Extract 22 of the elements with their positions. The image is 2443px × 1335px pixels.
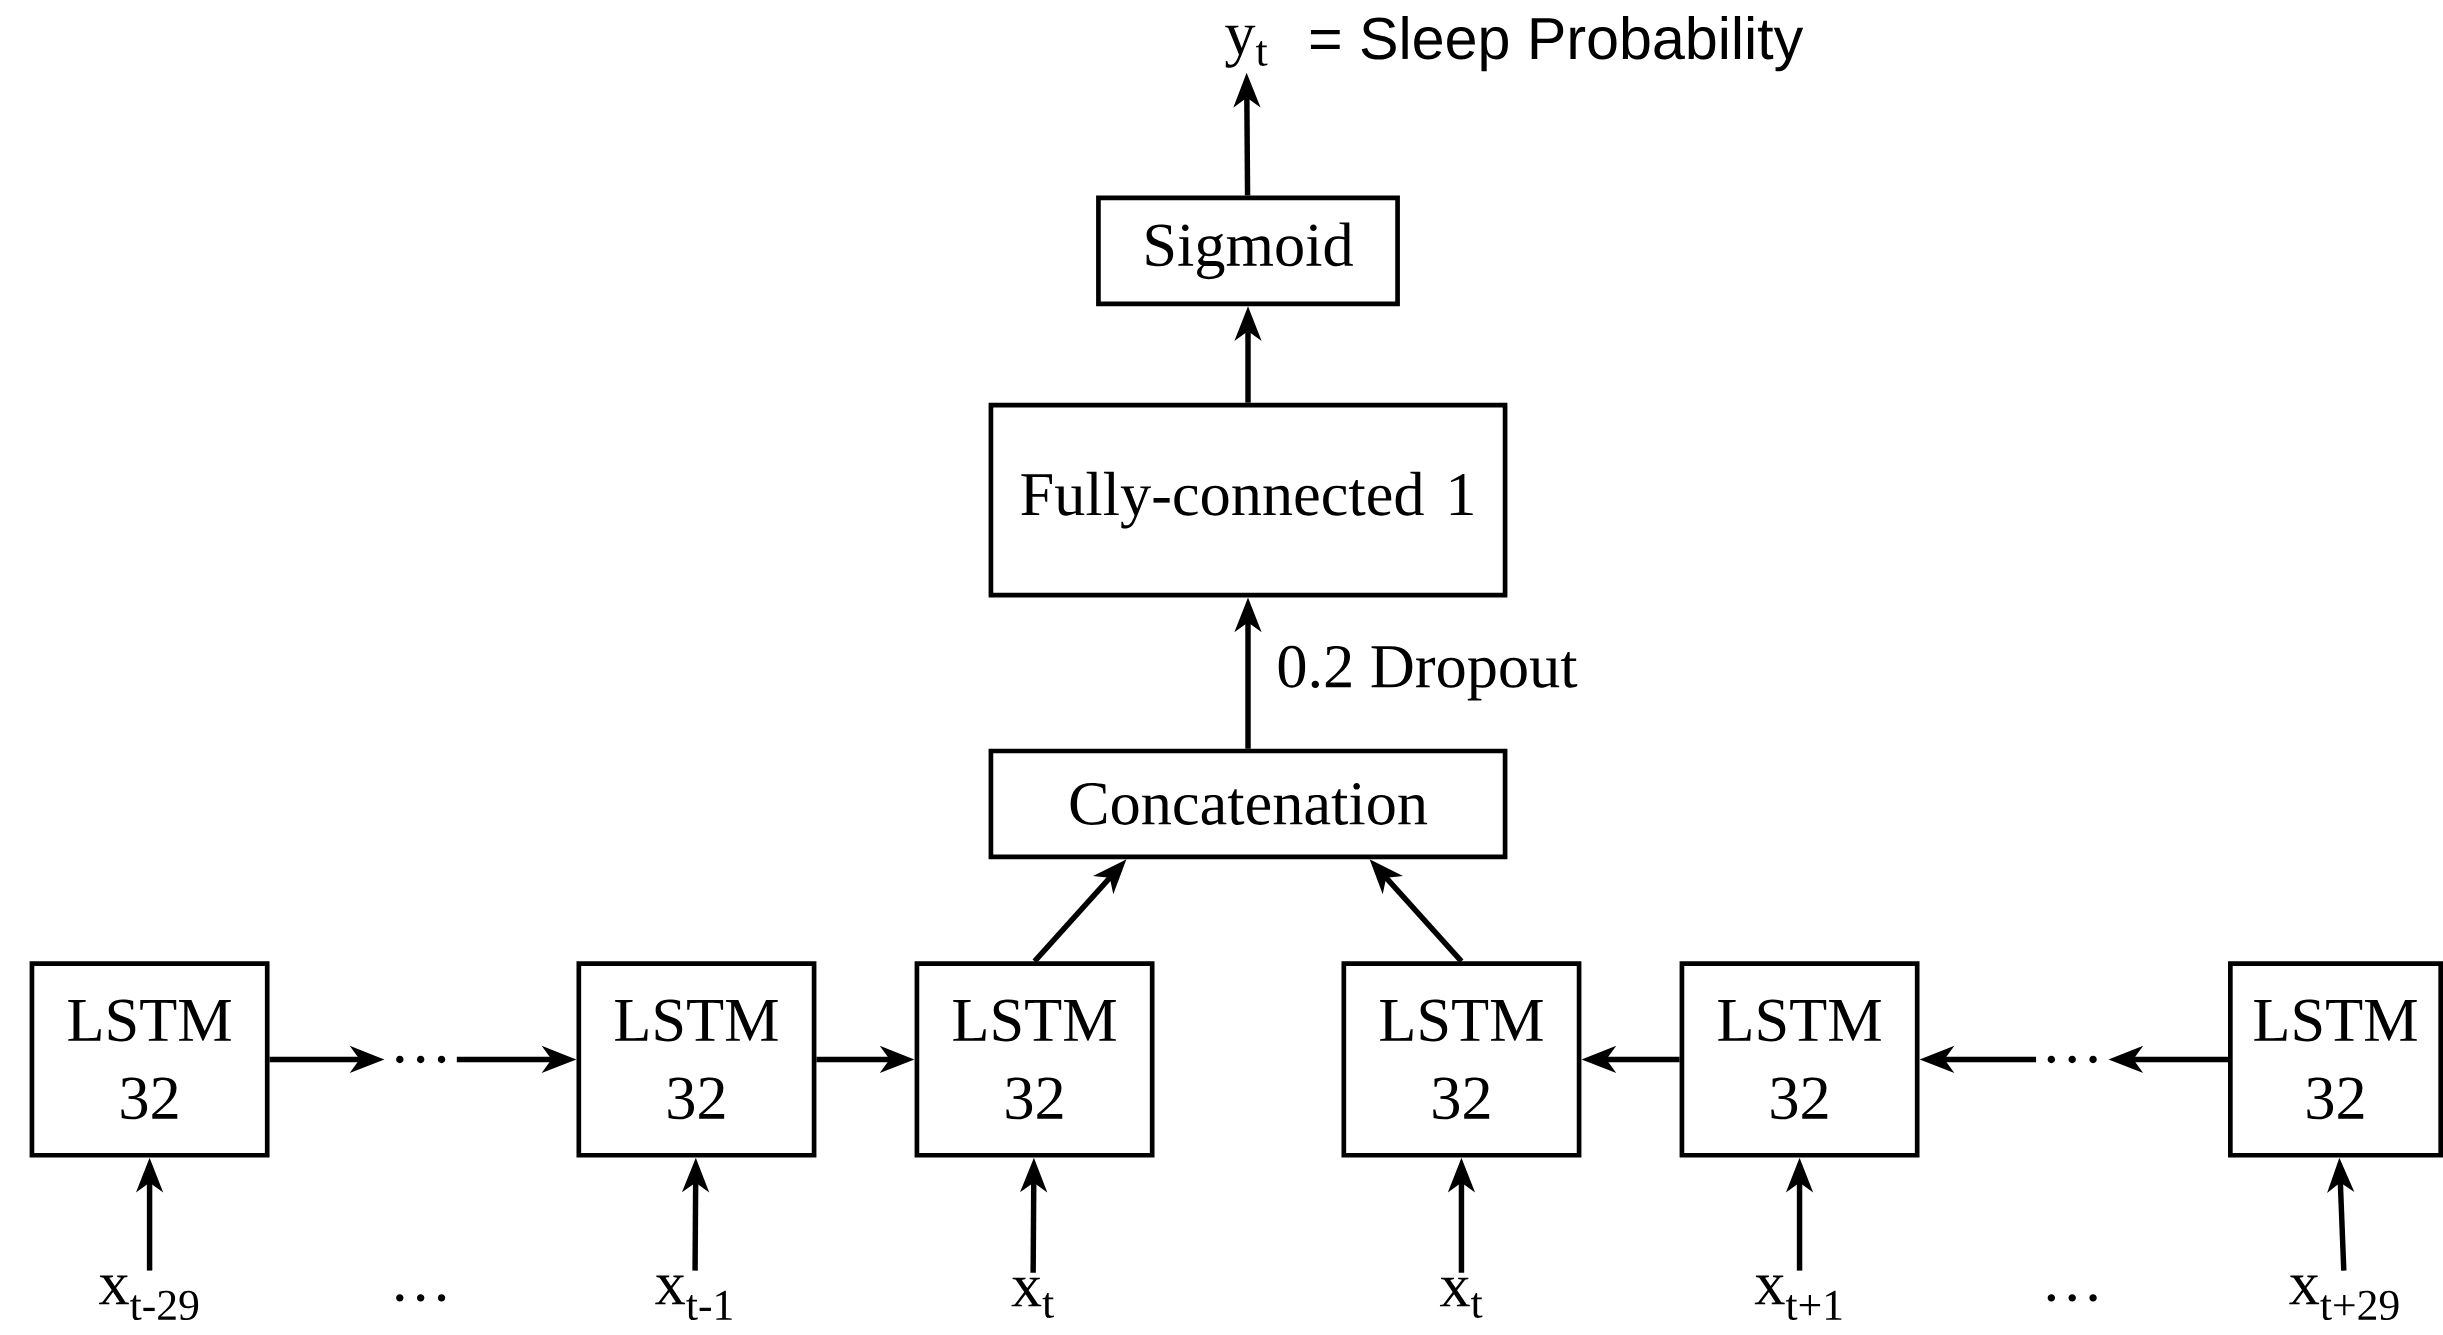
ellipsis: … [396,1055,446,1064]
output-caption: = Sleep Probability [1310,15,1804,72]
ellipsis: … [396,1294,446,1302]
output-label: y$_{t}$ [1225,25,1268,68]
lstm-box: LSTM 32 [1341,961,1582,1158]
input-label: x$_{t}$ [1011,1277,1054,1318]
ellipsis: … [2047,1055,2097,1064]
input-label: x$_{t+1}$ [1754,1275,1842,1320]
layer-box: Sigmoid [1096,195,1400,307]
layer-box: Fully-connected 1 [988,402,1508,598]
edge-label: 0.2 Dropout [1278,645,1578,701]
ellipsis: … [2047,1294,2097,1302]
lstm-box: LSTM 32 [29,961,270,1158]
lstm-box: LSTM 32 [576,961,817,1158]
layer-box: Concatenation [988,748,1508,860]
lstm-box: LSTM 32 [1679,961,1920,1158]
lstm-box: LSTM 32 [914,961,1155,1158]
input-label: x$_{t+29}$ [2289,1275,2399,1320]
input-label: x$_{t}$ [1439,1277,1483,1318]
lstm-box: LSTM 32 [2228,961,2443,1158]
input-label: x$_{t-29}$ [99,1275,199,1320]
input-label: x$_{t-1}$ [655,1275,732,1320]
